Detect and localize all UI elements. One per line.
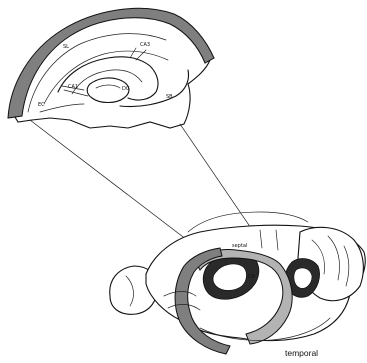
brain-drawing: septal CA temporal (110, 212, 365, 358)
label-sl: SL (63, 44, 69, 50)
projection-line-left (30, 120, 208, 256)
label-ec: EC (38, 102, 45, 108)
label-ca-brain: CA (248, 274, 255, 280)
hippocampal-slice-inset: SL CA3 CA1 DG SB EC (8, 8, 214, 128)
label-ca3: CA3 (140, 42, 150, 48)
label-septal: septal (232, 243, 247, 249)
label-temporal: temporal (285, 348, 318, 358)
label-sb: SB (166, 94, 173, 100)
label-ca1: CA1 (68, 84, 78, 90)
label-dg: DG (122, 86, 130, 92)
